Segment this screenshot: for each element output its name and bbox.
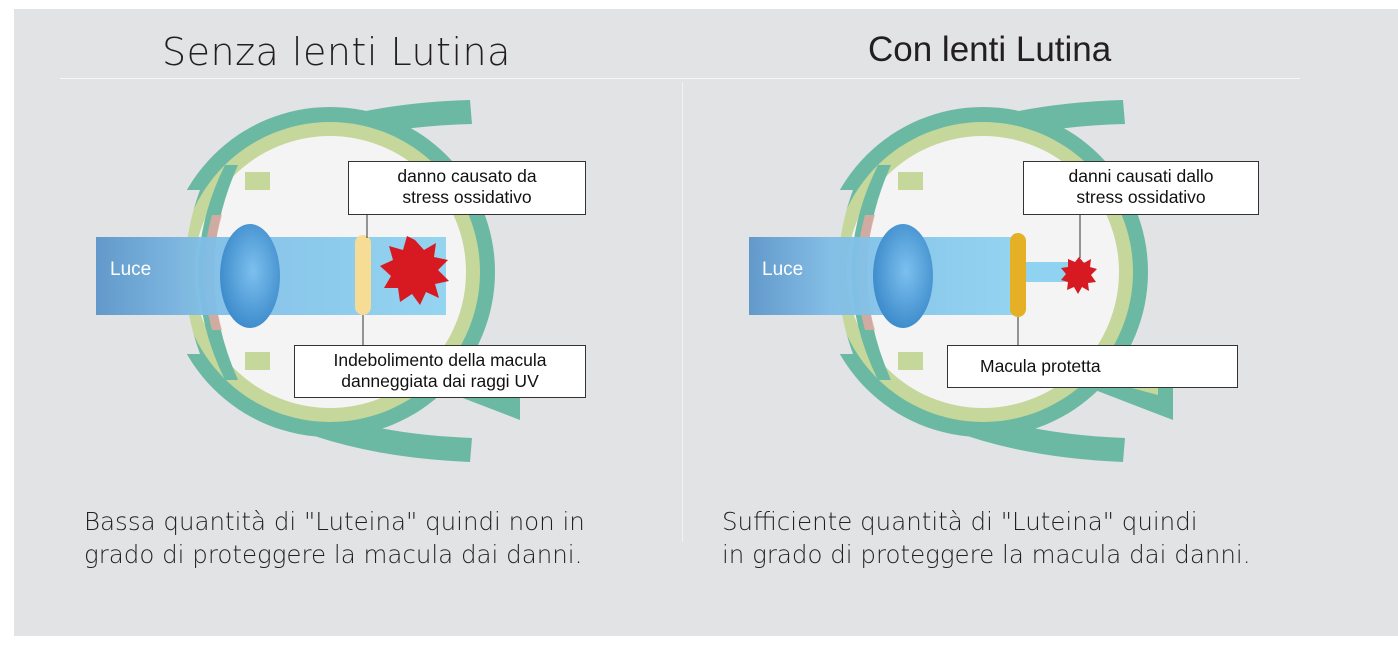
eye-cross-section-icon-left xyxy=(96,100,520,462)
light-label-left: Luce xyxy=(110,259,152,280)
weak-macula-left xyxy=(355,235,371,315)
oxidative-damage-burst-icon-right xyxy=(1061,257,1097,294)
callout-oxidative-damage-right: danni causati dallo stress ossidativo xyxy=(1023,161,1259,215)
callout-weak-macula-left: Indebolimento della macula danneggiata d… xyxy=(294,345,586,398)
eye-cross-section-icon-right xyxy=(749,100,1173,462)
header-divider xyxy=(60,78,1300,79)
caption-with-lenses: Sufficiente quantità di "Luteina" quindi… xyxy=(722,507,1251,569)
lens-right xyxy=(873,224,933,328)
lens-left xyxy=(220,224,280,328)
title-without-lenses: Senza lenti Lutina xyxy=(162,30,511,74)
oxidative-damage-burst-icon-left xyxy=(380,236,449,305)
callout-oxidative-damage-left: danno causato da stress ossidativo xyxy=(348,161,586,215)
caption-without-lenses: Bassa quantità di "Luteina" quindi non i… xyxy=(84,507,585,569)
light-label-right: Luce xyxy=(762,259,804,280)
center-divider xyxy=(682,82,683,542)
title-with-lenses: Con lenti Lutina xyxy=(868,30,1112,69)
protected-macula-right xyxy=(1010,233,1026,317)
callout-protected-macula-right: Macula protetta xyxy=(947,345,1238,388)
